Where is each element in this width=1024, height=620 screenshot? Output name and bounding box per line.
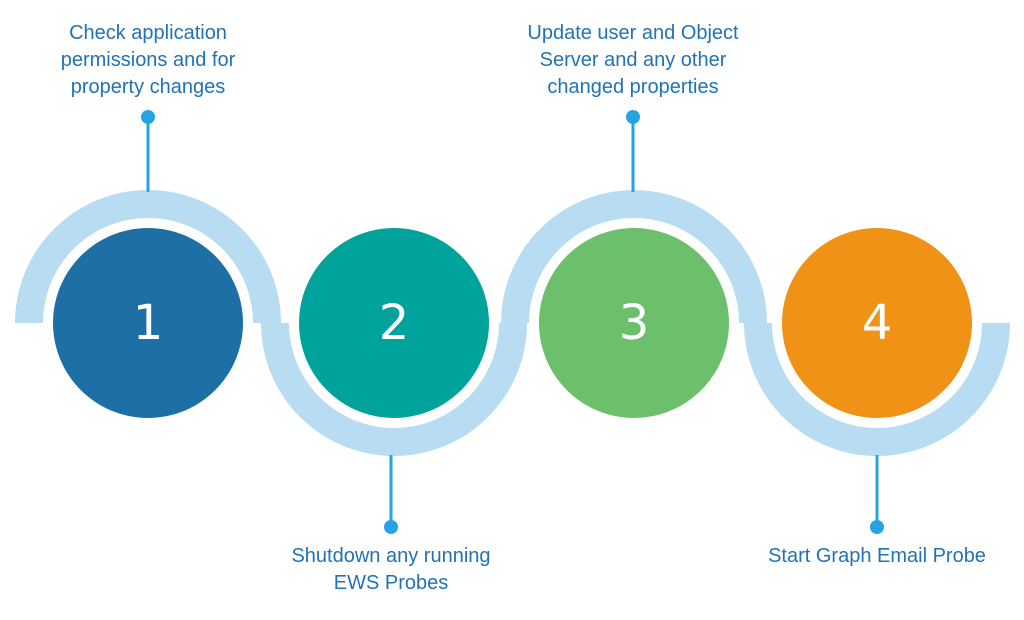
- step-3-number: 3: [618, 295, 650, 351]
- connector-dot-step-4: [870, 520, 884, 534]
- step-1-label: Check application permissions and for pr…: [60, 22, 236, 98]
- connector-dot-step-3: [626, 110, 640, 124]
- step-1-number: 1: [132, 295, 164, 351]
- connector-dot-step-2: [384, 520, 398, 534]
- step-3-label: Update user and Object Server and any ot…: [527, 22, 739, 98]
- step-4-label: Start Graph Email Probe: [768, 545, 986, 567]
- ribbon-arc-under-step-4: [744, 323, 1010, 456]
- step-4-circle: 4: [782, 228, 972, 418]
- step-3-circle: 3: [539, 228, 729, 418]
- step-2-circle: 2: [299, 228, 489, 418]
- step-2-label: Shutdown any running EWS Probes: [291, 545, 491, 594]
- ribbon-arc-over-step-1: [15, 190, 281, 323]
- ribbon-arc-under-step-2: [261, 323, 527, 456]
- connector-dot-step-1: [141, 110, 155, 124]
- ribbon-arc-over-step-3: [501, 190, 767, 323]
- step-1-circle: 1: [53, 228, 243, 418]
- step-4-number: 4: [861, 295, 893, 351]
- step-2-number: 2: [378, 295, 410, 351]
